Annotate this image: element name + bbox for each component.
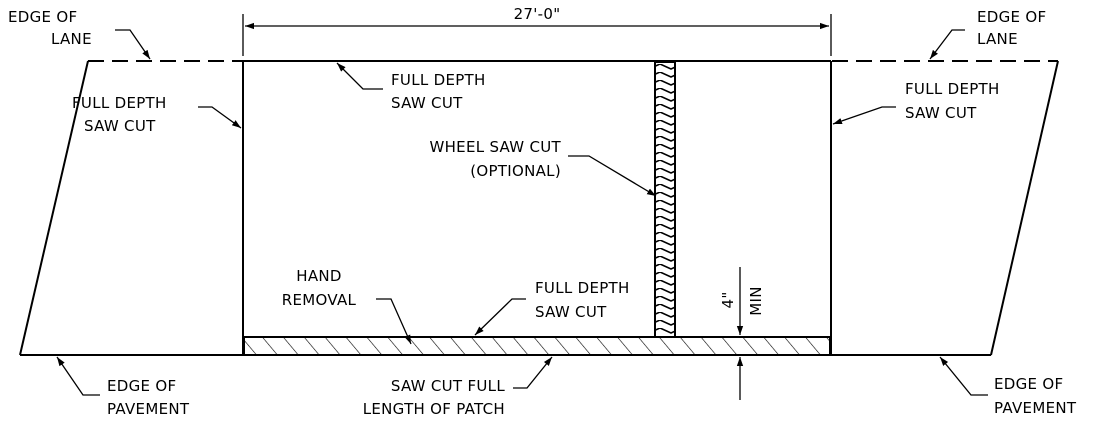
left-skew-edge: [19, 60, 89, 356]
full-depth-saw-cut-top-callout: FULL DEPTH SAW CUT: [336, 62, 486, 112]
wheel-saw-cut-line1: WHEEL SAW CUT: [429, 138, 561, 156]
right-skew-edge: [990, 60, 1059, 356]
full-depth-saw-cut-right-line1: FULL DEPTH: [905, 80, 1000, 98]
min-depth-value: 4": [719, 291, 737, 308]
full-depth-saw-cut-right-callout: FULL DEPTH SAW CUT: [832, 80, 1000, 125]
min-depth-dimension: 4" MIN: [719, 267, 765, 400]
edge-of-lane-left-line1: EDGE OF: [8, 8, 77, 26]
edge-of-pavement-right-line1: EDGE OF: [994, 375, 1063, 393]
full-depth-saw-cut-bottom-line1: FULL DEPTH: [535, 279, 630, 297]
edge-of-pavement-left-line2: PAVEMENT: [107, 400, 190, 418]
full-depth-saw-cut-right-line2: SAW CUT: [905, 104, 977, 122]
length-dimension: 27'-0": [242, 5, 832, 56]
edge-of-pavement-left-callout: EDGE OF PAVEMENT: [56, 356, 190, 418]
full-depth-saw-cut-top-line1: FULL DEPTH: [391, 71, 486, 89]
hand-removal-strip: [243, 336, 831, 356]
hand-removal-line2: REMOVAL: [282, 291, 357, 309]
edge-of-lane-right-line1: EDGE OF: [977, 8, 1046, 26]
full-depth-saw-cut-bottom-callout: FULL DEPTH SAW CUT: [474, 279, 630, 336]
hand-removal-line1: HAND: [296, 267, 342, 285]
wheel-saw-cut-line2: (OPTIONAL): [470, 162, 561, 180]
length-dimension-text: 27'-0": [514, 5, 561, 23]
full-depth-saw-cut-bottom-line2: SAW CUT: [535, 303, 607, 321]
edge-of-lane-left-callout: EDGE OF LANE: [8, 8, 151, 60]
saw-cut-full-length-line1: SAW CUT FULL: [391, 377, 505, 395]
full-depth-saw-cut-left-line1: FULL DEPTH: [72, 94, 167, 112]
edge-of-lane-right-line2: LANE: [977, 30, 1018, 48]
edge-of-pavement-right-callout: EDGE OF PAVEMENT: [939, 356, 1077, 417]
edge-of-pavement-right-line2: PAVEMENT: [994, 399, 1077, 417]
saw-cut-full-length-callout: SAW CUT FULL LENGTH OF PATCH: [363, 356, 553, 418]
full-depth-saw-cut-left-callout: FULL DEPTH SAW CUT: [72, 94, 242, 135]
saw-cut-full-length-line2: LENGTH OF PATCH: [363, 400, 505, 418]
wheel-saw-cut-strip: [654, 61, 676, 338]
full-depth-saw-cut-top-line2: SAW CUT: [391, 94, 463, 112]
edge-of-lane-right-callout: EDGE OF LANE: [929, 8, 1046, 60]
full-depth-saw-cut-left-line2: SAW CUT: [84, 117, 156, 135]
wheel-saw-cut-callout: WHEEL SAW CUT (OPTIONAL): [429, 138, 657, 197]
edge-of-lane-left-line2: LANE: [51, 30, 92, 48]
hand-removal-callout: HAND REMOVAL: [282, 267, 412, 345]
edge-of-pavement-left-line1: EDGE OF: [107, 377, 176, 395]
min-depth-word: MIN: [747, 286, 765, 316]
